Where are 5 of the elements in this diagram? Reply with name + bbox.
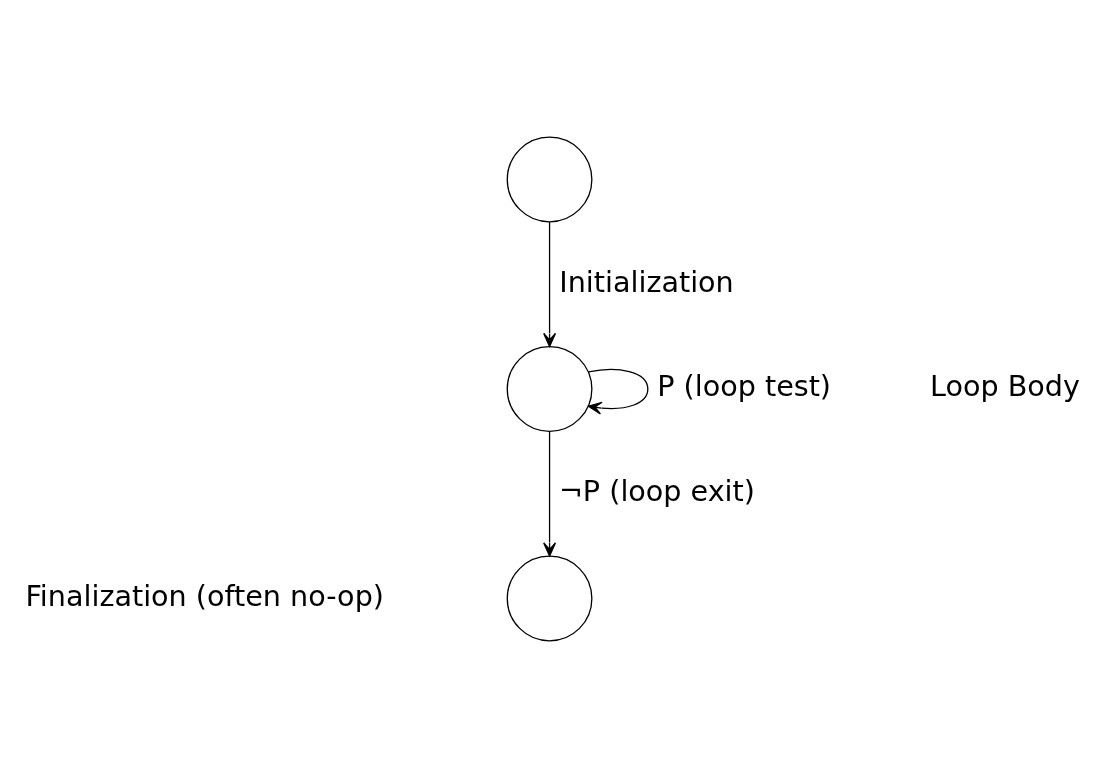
edge-label: P (loop test) — [657, 369, 832, 404]
edge-label: Initialization — [559, 264, 734, 299]
label: Finalization (often no-op) — [25, 578, 384, 613]
label: Loop Body — [930, 369, 1080, 404]
edge-label: ¬P (loop exit) — [558, 474, 755, 509]
